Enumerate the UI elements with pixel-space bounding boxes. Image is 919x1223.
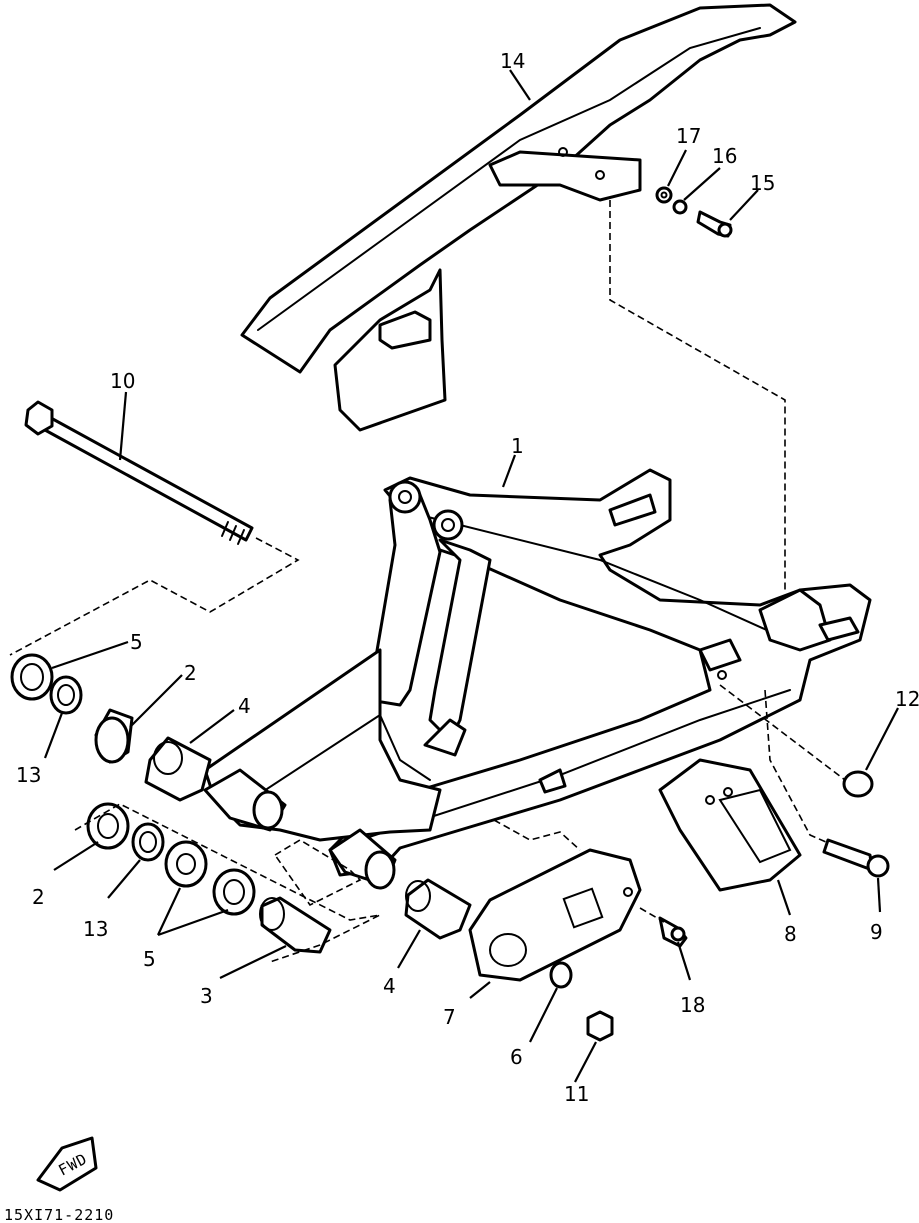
- collar-4-right: [404, 878, 472, 940]
- alignment-lines: [9, 200, 846, 963]
- callout-17: 17: [676, 124, 701, 148]
- chain-guide-8: [658, 758, 802, 892]
- pivot-shaft: [24, 400, 254, 545]
- nut-11: [586, 1010, 614, 1042]
- callout-16: 16: [712, 144, 737, 168]
- callout-labels: 14 17 16 15 10 1 5 2 4 12 13 2 13 5 3 4 …: [16, 49, 919, 1106]
- callout-11: 11: [564, 1082, 589, 1106]
- bolt-9: [822, 838, 890, 878]
- collar-4-left: [144, 736, 212, 802]
- collar-3: [259, 896, 332, 954]
- callout-5-top: 5: [130, 630, 143, 654]
- callout-18: 18: [680, 993, 705, 1017]
- bushing-2-top: [94, 708, 134, 764]
- thrust-cover-13-top: [49, 675, 83, 715]
- callout-15: 15: [750, 171, 775, 195]
- callout-13-top: 13: [16, 763, 41, 787]
- callout-7: 7: [443, 1005, 456, 1029]
- callout-2-bottom: 2: [32, 885, 45, 909]
- oil-seal-5-bottom-b: [212, 868, 256, 916]
- thrust-cover-13-bottom: [131, 822, 165, 862]
- chain-puller-7: [468, 848, 642, 982]
- callout-8: 8: [784, 922, 797, 946]
- callout-4-left: 4: [238, 694, 251, 718]
- bolt-15: [696, 210, 733, 238]
- callout-13-bottom: 13: [83, 917, 108, 941]
- drawing-code: 15XI71-2210: [4, 1206, 114, 1223]
- oil-seal-5-top: [10, 653, 54, 701]
- fwd-arrow-icon: FWD: [36, 1136, 98, 1192]
- leader-lines: [43, 69, 899, 1083]
- callout-2-top: 2: [184, 661, 197, 685]
- callout-9: 9: [870, 920, 883, 944]
- callout-12: 12: [895, 687, 919, 711]
- chain-case: [240, 3, 797, 432]
- bolt-18: [658, 916, 688, 948]
- washer-6: [549, 961, 573, 989]
- bolt-12: [842, 770, 874, 798]
- callout-3: 3: [200, 984, 213, 1008]
- callout-4-right: 4: [383, 974, 396, 998]
- callout-6: 6: [510, 1045, 523, 1069]
- swingarm: [203, 468, 872, 890]
- oil-seal-5-bottom-a: [164, 840, 208, 888]
- lock-washer-16: [672, 199, 688, 215]
- callout-14: 14: [500, 49, 525, 73]
- callout-10: 10: [110, 369, 135, 393]
- washer-17: [655, 186, 673, 204]
- callout-1: 1: [511, 434, 524, 458]
- bushing-2-bottom: [86, 802, 130, 850]
- callout-5-bottom: 5: [143, 947, 156, 971]
